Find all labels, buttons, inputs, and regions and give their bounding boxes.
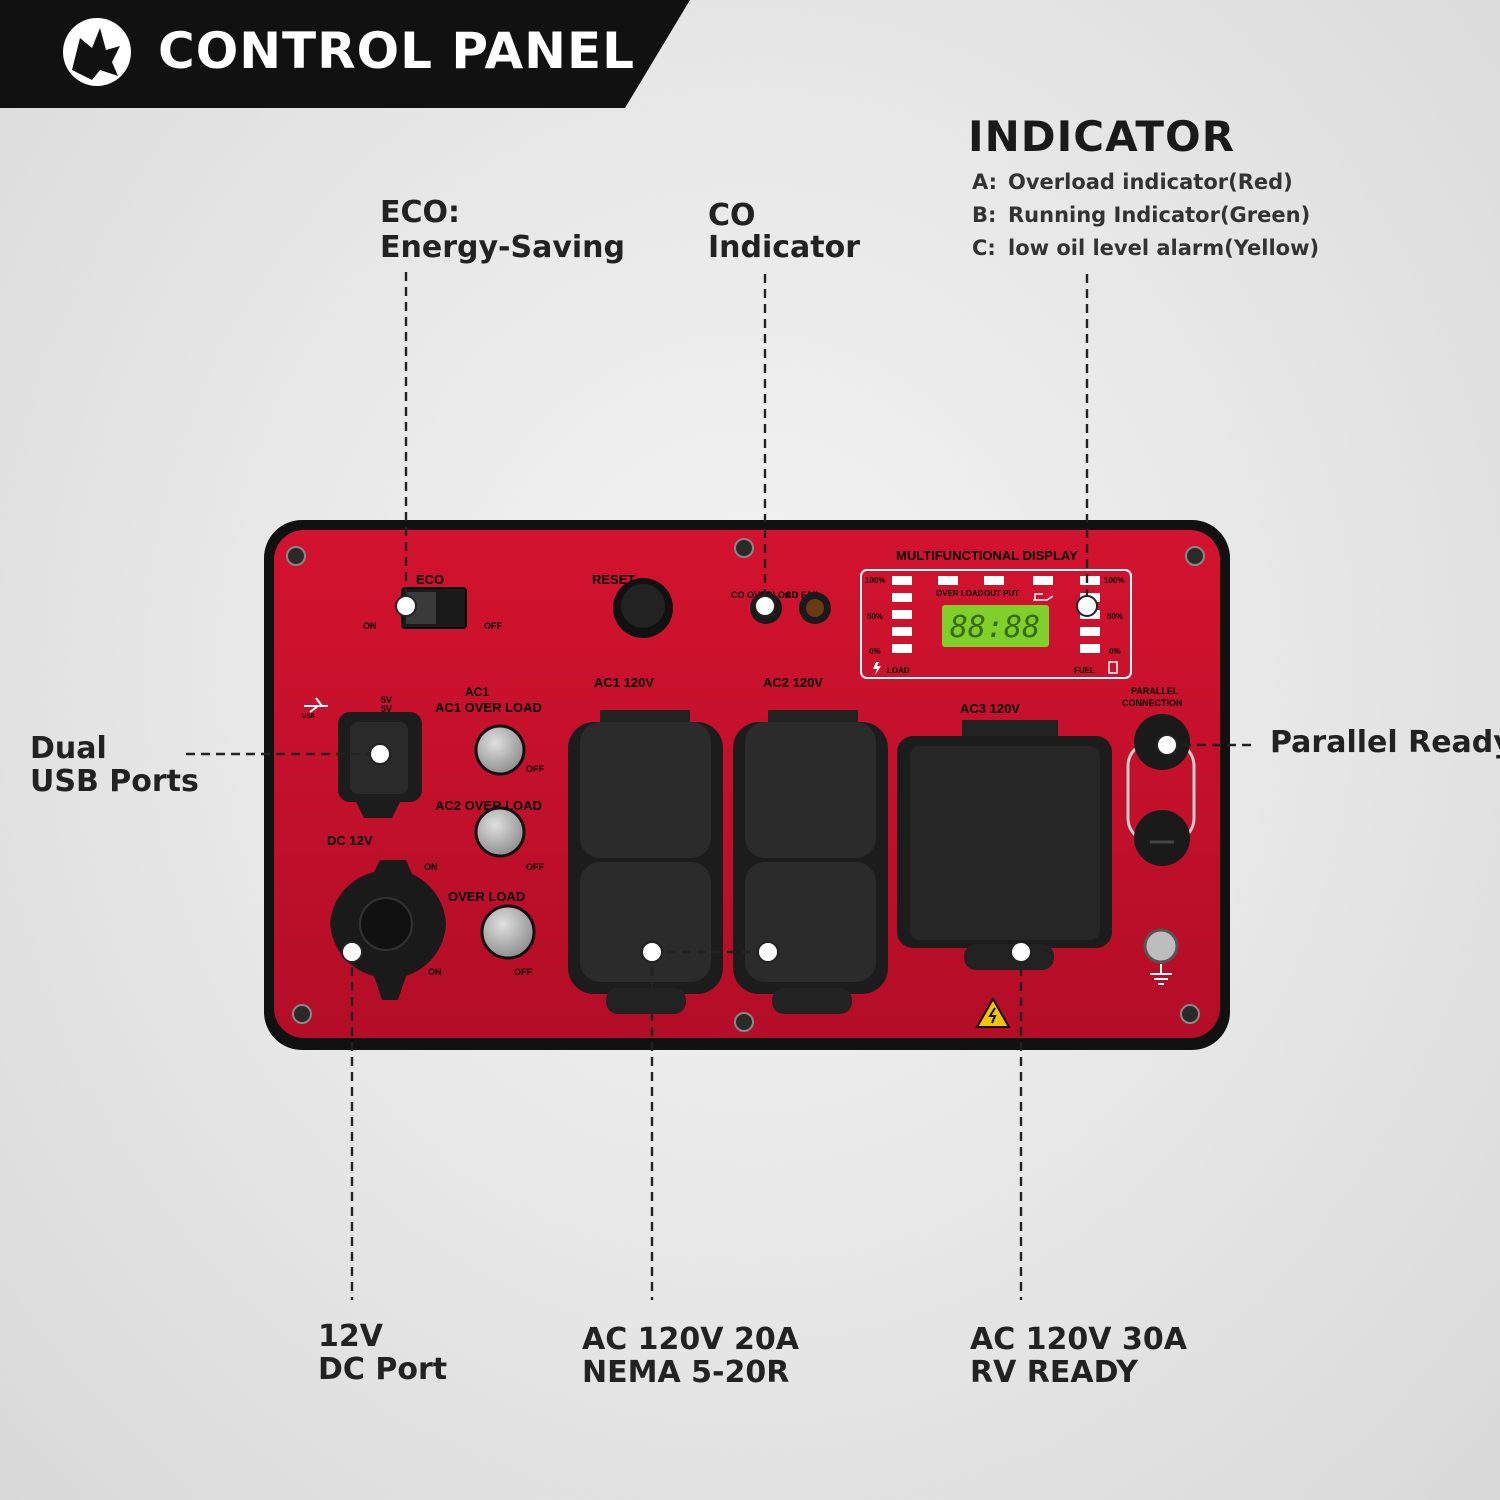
- lcd-screen: [942, 605, 1049, 647]
- callout-ac20: AC 120V 20A NEMA 5-20R: [582, 1323, 799, 1389]
- callout-parallel-line1: Parallel Ready: [1270, 725, 1500, 760]
- multifunctional-display: [860, 569, 1132, 679]
- usb-label: USB: [302, 714, 315, 720]
- lcd-digits: 88:88: [950, 610, 1040, 645]
- indicator-key: B:: [972, 203, 997, 227]
- screw-icons: [286, 538, 1205, 1032]
- display-output-label: OUT PUT: [984, 589, 1019, 598]
- indicator-text: Running Indicator(Green): [1008, 203, 1311, 227]
- ac1-overload-label-1: AC1: [465, 685, 489, 699]
- parallel-label-1: PARALLEL: [1131, 686, 1179, 696]
- ac2-overload-label: AC2 OVER LOAD: [435, 798, 542, 813]
- display-fuel-label: FUEL: [1074, 666, 1095, 675]
- pct-0-right: 0%: [1109, 647, 1121, 656]
- callout-dc-line1: 12V: [318, 1319, 383, 1354]
- dc-overload-label: OVER LOAD: [448, 889, 525, 904]
- callout-ac20-line1: AC 120V 20A: [582, 1322, 799, 1357]
- dc-breaker-button[interactable]: [480, 904, 536, 960]
- indicator-title: INDICATOR: [968, 112, 1236, 161]
- eco-off-label: OFF: [484, 621, 502, 631]
- callout-dc: 12V DC Port: [318, 1320, 447, 1386]
- pct-50-left: 50%: [867, 612, 883, 621]
- eco-label: ECO: [416, 572, 444, 587]
- ac1-outlet-cover[interactable]: [568, 710, 723, 1014]
- bolt-icon: [873, 662, 881, 675]
- ac1-breaker-off: OFF: [526, 764, 544, 774]
- ac2-breaker-on: ON: [424, 862, 438, 872]
- callout-eco: ECO: Energy-Saving: [380, 195, 625, 265]
- callout-ac20-line2: NEMA 5-20R: [582, 1355, 790, 1390]
- callout-eco-line2: Energy-Saving: [380, 229, 625, 265]
- callout-usb: Dual USB Ports: [30, 732, 199, 798]
- callout-ac30-line2: RV READY: [970, 1355, 1139, 1390]
- ac1-breaker-button[interactable]: [474, 724, 526, 776]
- display-load-label: LOAD: [887, 666, 910, 675]
- callout-ac30-line1: AC 120V 30A: [970, 1322, 1187, 1357]
- ac2-breaker-button[interactable]: [474, 806, 526, 858]
- usb-5v-b-label: 5V: [381, 704, 392, 714]
- usb-icon: [304, 697, 328, 713]
- wolf-head-icon: [63, 18, 131, 86]
- pct-100-left: 100%: [865, 576, 885, 585]
- callout-usb-line2: USB Ports: [30, 764, 199, 799]
- leader-lines: [186, 272, 1256, 1300]
- indicator-text: Overload indicator(Red): [1008, 170, 1293, 194]
- callout-eco-line1: ECO:: [380, 195, 461, 230]
- dc-label: DC 12V: [327, 833, 373, 848]
- ac2-label: AC2 120V: [763, 675, 823, 690]
- display-title: MULTIFUNCTIONAL DISPLAY: [896, 548, 1078, 563]
- ac1-label: AC1 120V: [594, 675, 654, 690]
- pct-50-right: 50%: [1107, 612, 1123, 621]
- oil-can-icon: [1033, 593, 1054, 601]
- ac2-outlet-cover[interactable]: [733, 710, 888, 1014]
- ac2-breaker-off: OFF: [526, 862, 544, 872]
- callout-co-line1: CO: [708, 198, 756, 233]
- dc-breaker-on: ON: [428, 967, 442, 977]
- status-leds: [938, 576, 1053, 585]
- indicator-text: low oil level alarm(Yellow): [1008, 236, 1320, 260]
- pct-100-right: 100%: [1104, 576, 1124, 585]
- eco-on-label: ON: [363, 621, 377, 631]
- callout-dc-line2: DC Port: [318, 1352, 448, 1387]
- page-title: CONTROL PANEL: [158, 22, 636, 80]
- ac3-outlet-cover[interactable]: [897, 720, 1112, 970]
- indicator-item-c: C: low oil level alarm(Yellow): [968, 236, 1319, 260]
- parallel-terminal-bottom[interactable]: [1134, 810, 1190, 866]
- callout-parallel: Parallel Ready: [1270, 725, 1500, 761]
- callout-co-line2: Indicator: [708, 229, 861, 265]
- pct-0-left: 0%: [869, 647, 881, 656]
- co-fail-label: CO FAIL: [785, 590, 821, 600]
- ac3-label: AC3 120V: [960, 701, 1020, 716]
- indicator-item-a: A: Overload indicator(Red): [968, 170, 1293, 194]
- indicator-item-b: B: Running Indicator(Green): [968, 203, 1310, 227]
- marker-dots: [341, 595, 1178, 963]
- display-overload-label: OVER LOAD: [936, 589, 984, 598]
- callout-ac30: AC 120V 30A RV READY: [970, 1323, 1187, 1389]
- ac1-overload-label: AC1 OVER LOAD: [435, 700, 542, 715]
- warning-icon: [975, 996, 1011, 1028]
- indicator-key: C:: [972, 236, 996, 260]
- dc-breaker-off: OFF: [514, 967, 532, 977]
- header-banner: [0, 0, 690, 108]
- indicator-key: A:: [972, 170, 998, 194]
- ground-terminal[interactable]: [1143, 928, 1179, 964]
- reset-label: RESET: [592, 572, 635, 587]
- parallel-label-2: CONNECTION: [1122, 698, 1183, 708]
- ground-icon: [1150, 964, 1172, 985]
- fuel-pump-icon: [1108, 661, 1118, 674]
- load-bar-segments: [892, 576, 912, 653]
- usb-5v-a-label: 5V: [381, 695, 392, 705]
- callout-co: CO Indicator: [708, 200, 860, 263]
- callout-usb-line1: Dual: [30, 731, 107, 766]
